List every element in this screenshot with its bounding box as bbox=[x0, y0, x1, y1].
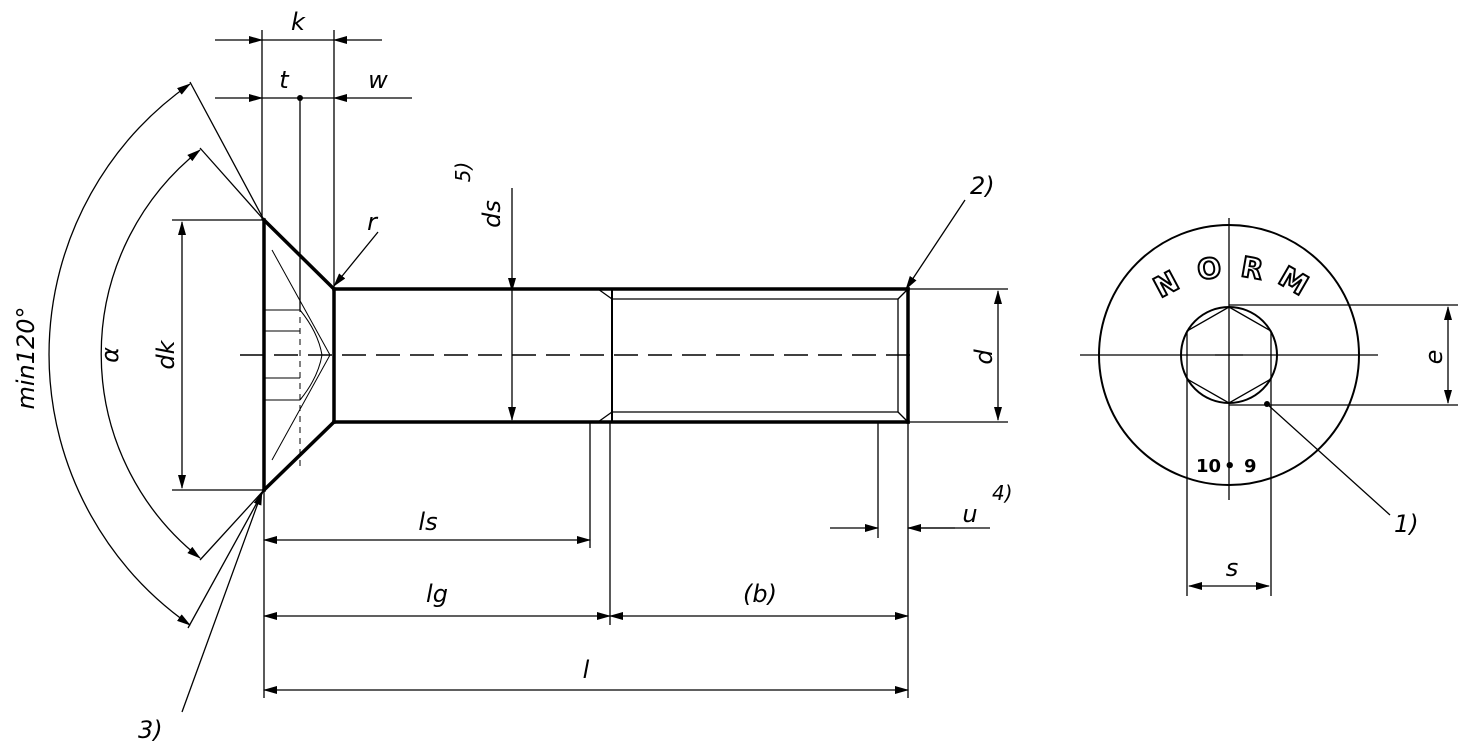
screw-shank bbox=[332, 287, 910, 424]
note-3-label: 3) bbox=[138, 716, 163, 744]
dimension-l: l bbox=[263, 656, 909, 694]
svg-text:O: O bbox=[1195, 250, 1226, 286]
grade-right: 9 bbox=[1244, 456, 1257, 477]
note-1-label: 1) bbox=[1394, 510, 1419, 538]
dimension-r: r bbox=[333, 208, 379, 287]
note-2-label: 2) bbox=[970, 172, 995, 200]
dimension-s: s bbox=[1186, 379, 1272, 596]
dim-ds-label: ds bbox=[478, 200, 506, 228]
dim-dk-label: dk bbox=[152, 339, 180, 369]
dimension-ds: ds 5) bbox=[451, 162, 516, 421]
dimension-dk: dk bbox=[152, 219, 264, 491]
svg-text:N: N bbox=[1148, 263, 1187, 305]
dim-b-label: (b) bbox=[743, 580, 777, 608]
note-5-label: 5) bbox=[451, 162, 475, 183]
dimension-lg-b: lg (b) bbox=[263, 422, 909, 698]
dim-min120-label: min120° bbox=[12, 306, 40, 409]
dim-ls-label: ls bbox=[418, 508, 437, 536]
dim-w-label: w bbox=[368, 66, 388, 94]
note-3: 3) bbox=[138, 491, 263, 744]
end-view: N O R M 10 • 9 e s bbox=[1080, 218, 1458, 596]
dimension-d: d bbox=[908, 288, 1008, 423]
note-1: 1) bbox=[1264, 401, 1419, 538]
dimension-t-w: t w bbox=[215, 66, 412, 310]
dim-r-label: r bbox=[367, 208, 379, 236]
note-2: 2) bbox=[905, 172, 995, 290]
norm-brand-marking: N O R M bbox=[1147, 249, 1317, 305]
dim-l-label: l bbox=[583, 656, 590, 684]
svg-text:R: R bbox=[1239, 250, 1269, 287]
note-4-label: 4) bbox=[992, 481, 1013, 505]
side-view: k t w r α min120° bbox=[12, 8, 1013, 744]
dim-t-label: t bbox=[279, 66, 290, 94]
dim-lg-label: lg bbox=[426, 580, 448, 608]
dimension-u: u 4) bbox=[830, 422, 1013, 538]
svg-text:M: M bbox=[1273, 260, 1316, 304]
dimension-k: k bbox=[215, 8, 382, 289]
dim-s-label: s bbox=[1226, 554, 1239, 582]
grade-left: 10 bbox=[1196, 456, 1221, 477]
dimension-ls: ls bbox=[263, 422, 591, 698]
angle-min120: min120° bbox=[12, 81, 265, 629]
grade-marking: 10 • 9 bbox=[1196, 456, 1257, 477]
dim-d-label: d bbox=[970, 349, 998, 365]
dim-u-label: u bbox=[962, 500, 977, 528]
grade-dot: • bbox=[1224, 456, 1236, 477]
dim-e-label: e bbox=[1420, 350, 1448, 365]
dim-k-label: k bbox=[291, 8, 306, 36]
angle-alpha: α bbox=[96, 147, 265, 561]
dim-alpha-label: α bbox=[96, 347, 124, 363]
